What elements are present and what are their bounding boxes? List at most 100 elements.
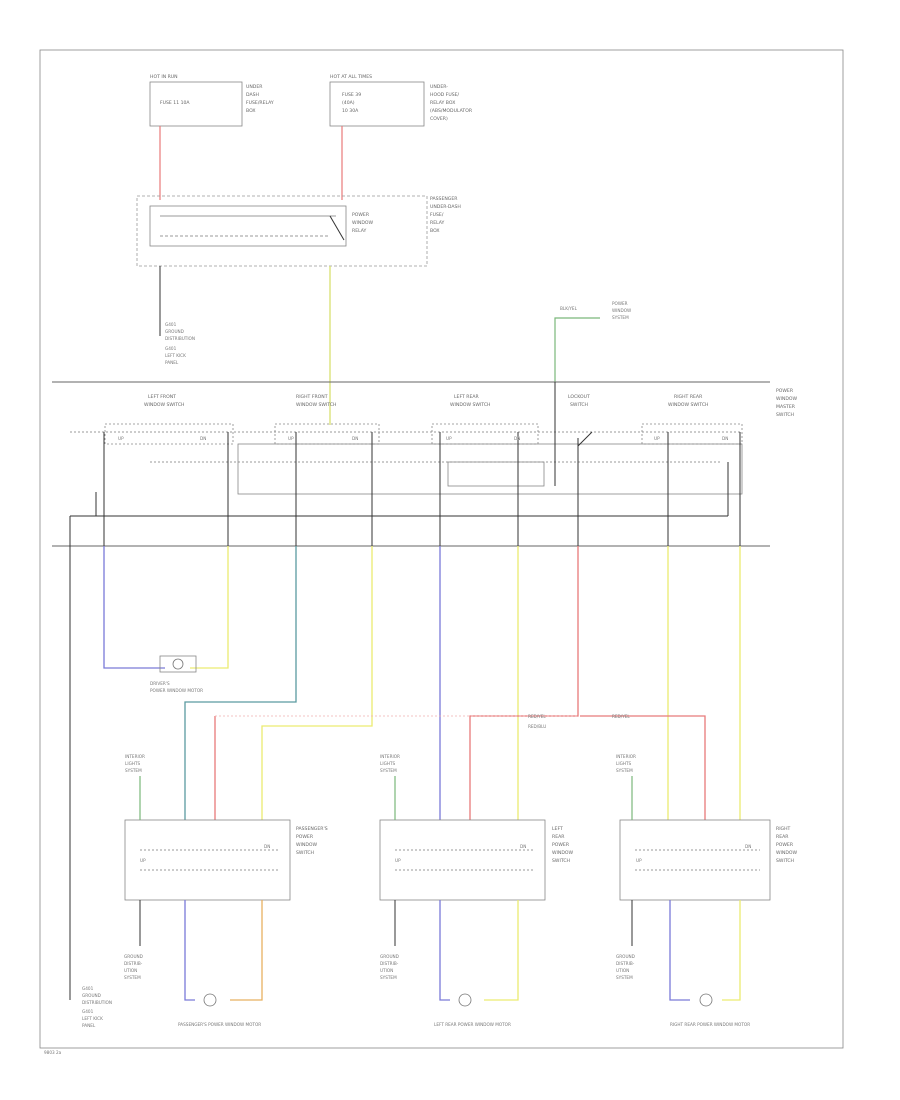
- svg-text:SYSTEM: SYSTEM: [612, 315, 629, 320]
- svg-text:PASSENGER'S POWER WINDOW MOTOR: PASSENGER'S POWER WINDOW MOTOR: [178, 1022, 261, 1027]
- svg-text:SYSTEM: SYSTEM: [380, 975, 397, 980]
- lower-left-ground: G401 GROUND DISTRIBUTION G401 LEFT KICK …: [82, 986, 112, 1028]
- passenger-window-switch: UP DN PASSENGER'S POWER WINDOW SWITCH: [124, 819, 328, 901]
- svg-text:LEFT: LEFT: [552, 826, 563, 832]
- wire-label-redblu: RED/BLU: [528, 724, 546, 729]
- svg-text:DISTRIB-: DISTRIB-: [380, 961, 399, 966]
- left-rear-window-motor: LEFT REAR POWER WINDOW MOTOR: [434, 900, 519, 1027]
- under-dash-fuse-box: HOT IN RUN FUSE 11 10A UNDER DASH FUSE/R…: [149, 74, 274, 127]
- svg-text:WINDOW: WINDOW: [552, 850, 573, 856]
- svg-text:INTERIOR: INTERIOR: [616, 754, 636, 759]
- svg-text:UP: UP: [395, 858, 401, 863]
- svg-text:DISTRIBUTION: DISTRIBUTION: [165, 336, 195, 341]
- svg-text:PANEL: PANEL: [82, 1023, 96, 1028]
- svg-text:WINDOW: WINDOW: [352, 220, 373, 226]
- interior-light-ref-3: INTERIOR LIGHTS SYSTEM: [616, 754, 636, 820]
- svg-text:INTERIOR: INTERIOR: [125, 754, 145, 759]
- diagram-footer-code: 9803 2a: [44, 1050, 62, 1055]
- svg-text:UP: UP: [118, 436, 124, 441]
- harness-wires: [69, 546, 741, 1000]
- svg-text:POWER: POWER: [296, 834, 314, 840]
- power-window-system-ref: POWER WINDOW SYSTEM: [612, 301, 631, 320]
- svg-text:SYSTEM: SYSTEM: [616, 768, 633, 773]
- interior-light-ref-1: INTERIOR LIGHTS SYSTEM: [125, 754, 145, 820]
- svg-text:WINDOW SWITCH: WINDOW SWITCH: [296, 402, 337, 408]
- lockout-signal-wire: [554, 317, 600, 382]
- relay-ground-label: G401 GROUND DISTRIBUTION G401 LEFT KICK …: [165, 322, 195, 365]
- svg-text:RELAY: RELAY: [352, 228, 367, 234]
- svg-text:MASTER: MASTER: [776, 404, 796, 410]
- svg-text:LEFT KICK: LEFT KICK: [165, 353, 186, 358]
- svg-text:LIGHTS: LIGHTS: [616, 761, 632, 766]
- svg-text:SWITCH: SWITCH: [296, 850, 314, 856]
- right-rear-window-motor: RIGHT REAR POWER WINDOW MOTOR: [669, 900, 750, 1027]
- svg-text:DN: DN: [264, 844, 270, 849]
- driver-window-motor: DRIVER'S POWER WINDOW MOTOR: [150, 655, 203, 693]
- svg-text:SWITCH: SWITCH: [570, 402, 588, 408]
- svg-text:DISTRIB-: DISTRIB-: [124, 961, 143, 966]
- svg-text:LIGHTS: LIGHTS: [125, 761, 141, 766]
- svg-text:REAR: REAR: [776, 834, 789, 840]
- svg-text:(ABS/MODULATOR: (ABS/MODULATOR: [430, 108, 473, 114]
- left-rear-window-switch: UP DN LEFT REAR POWER WINDOW SWITCH: [379, 819, 573, 901]
- svg-text:UNDER: UNDER: [246, 84, 263, 90]
- svg-text:RIGHT: RIGHT: [776, 826, 791, 832]
- svg-text:SWITCH: SWITCH: [776, 412, 794, 418]
- under-hood-fuse-box: HOT AT ALL TIMES FUSE 39 (40A) 10 30A UN…: [329, 74, 473, 127]
- svg-text:(40A): (40A): [342, 100, 355, 106]
- svg-text:UTION: UTION: [380, 968, 393, 973]
- svg-text:POWER: POWER: [776, 842, 794, 848]
- svg-text:SYSTEM: SYSTEM: [616, 975, 633, 980]
- svg-text:GROUND: GROUND: [616, 954, 635, 959]
- svg-text:G401: G401: [82, 986, 94, 991]
- svg-text:LOCKOUT: LOCKOUT: [568, 394, 590, 400]
- diagram-border: [39, 49, 844, 1049]
- svg-text:DN: DN: [514, 436, 520, 441]
- svg-text:HOOD FUSE/: HOOD FUSE/: [430, 92, 460, 98]
- svg-text:COVER): COVER): [430, 116, 448, 122]
- ground-ref-3: GROUND DISTRIB- UTION SYSTEM: [616, 900, 635, 980]
- svg-text:RELAY BOX: RELAY BOX: [430, 100, 455, 106]
- svg-text:FUSE 39: FUSE 39: [342, 92, 361, 98]
- svg-text:G401: G401: [165, 322, 177, 327]
- svg-text:DISTRIB-: DISTRIB-: [616, 961, 635, 966]
- svg-text:FUSE/: FUSE/: [430, 212, 444, 218]
- svg-text:UP: UP: [140, 858, 146, 863]
- svg-text:UTION: UTION: [124, 968, 137, 973]
- svg-text:DN: DN: [520, 844, 526, 849]
- interior-light-ref-2: INTERIOR LIGHTS SYSTEM: [380, 754, 400, 820]
- svg-text:GROUND: GROUND: [380, 954, 399, 959]
- svg-text:REAR: REAR: [552, 834, 565, 840]
- svg-text:UTION: UTION: [616, 968, 629, 973]
- svg-text:DN: DN: [352, 436, 358, 441]
- wire-label-redyel: RED/YEL: [528, 714, 546, 719]
- svg-text:BOX: BOX: [430, 228, 440, 234]
- svg-text:WINDOW SWITCH: WINDOW SWITCH: [668, 402, 709, 408]
- svg-text:PASSENGER: PASSENGER: [430, 196, 458, 202]
- svg-text:UP: UP: [636, 858, 642, 863]
- svg-text:SYSTEM: SYSTEM: [125, 768, 142, 773]
- svg-text:DRIVER'S: DRIVER'S: [150, 681, 170, 686]
- svg-text:LEFT REAR: LEFT REAR: [454, 394, 480, 400]
- svg-text:RIGHT REAR: RIGHT REAR: [674, 394, 703, 400]
- svg-text:WINDOW SWITCH: WINDOW SWITCH: [144, 402, 185, 408]
- master-switch-label: POWER WINDOW MASTER SWITCH: [776, 388, 797, 418]
- svg-text:SYSTEM: SYSTEM: [380, 768, 397, 773]
- svg-text:POWER: POWER: [612, 301, 628, 306]
- svg-text:LEFT REAR POWER WINDOW MOTOR: LEFT REAR POWER WINDOW MOTOR: [434, 1022, 511, 1027]
- power-window-relay-box: POWER WINDOW RELAY PASSENGER UNDER-DASH …: [136, 195, 461, 267]
- svg-text:PASSENGER'S: PASSENGER'S: [296, 826, 328, 832]
- svg-text:UP: UP: [654, 436, 660, 441]
- svg-text:UP: UP: [446, 436, 452, 441]
- svg-text:POWER WINDOW MOTOR: POWER WINDOW MOTOR: [150, 688, 203, 693]
- svg-text:SWITCH: SWITCH: [776, 858, 794, 864]
- wire-label-redyel-2: RED/YEL: [612, 714, 630, 719]
- svg-text:WINDOW: WINDOW: [296, 842, 317, 848]
- svg-text:G401: G401: [82, 1009, 94, 1014]
- ground-ref-1: GROUND DISTRIB- UTION SYSTEM: [124, 900, 143, 980]
- svg-text:HOT IN RUN: HOT IN RUN: [150, 74, 178, 80]
- svg-text:WINDOW SWITCH: WINDOW SWITCH: [450, 402, 491, 408]
- right-rear-window-switch: UP DN RIGHT REAR POWER WINDOW SWITCH: [619, 819, 797, 901]
- wire-label-blkyel: BLK/YEL: [560, 306, 578, 311]
